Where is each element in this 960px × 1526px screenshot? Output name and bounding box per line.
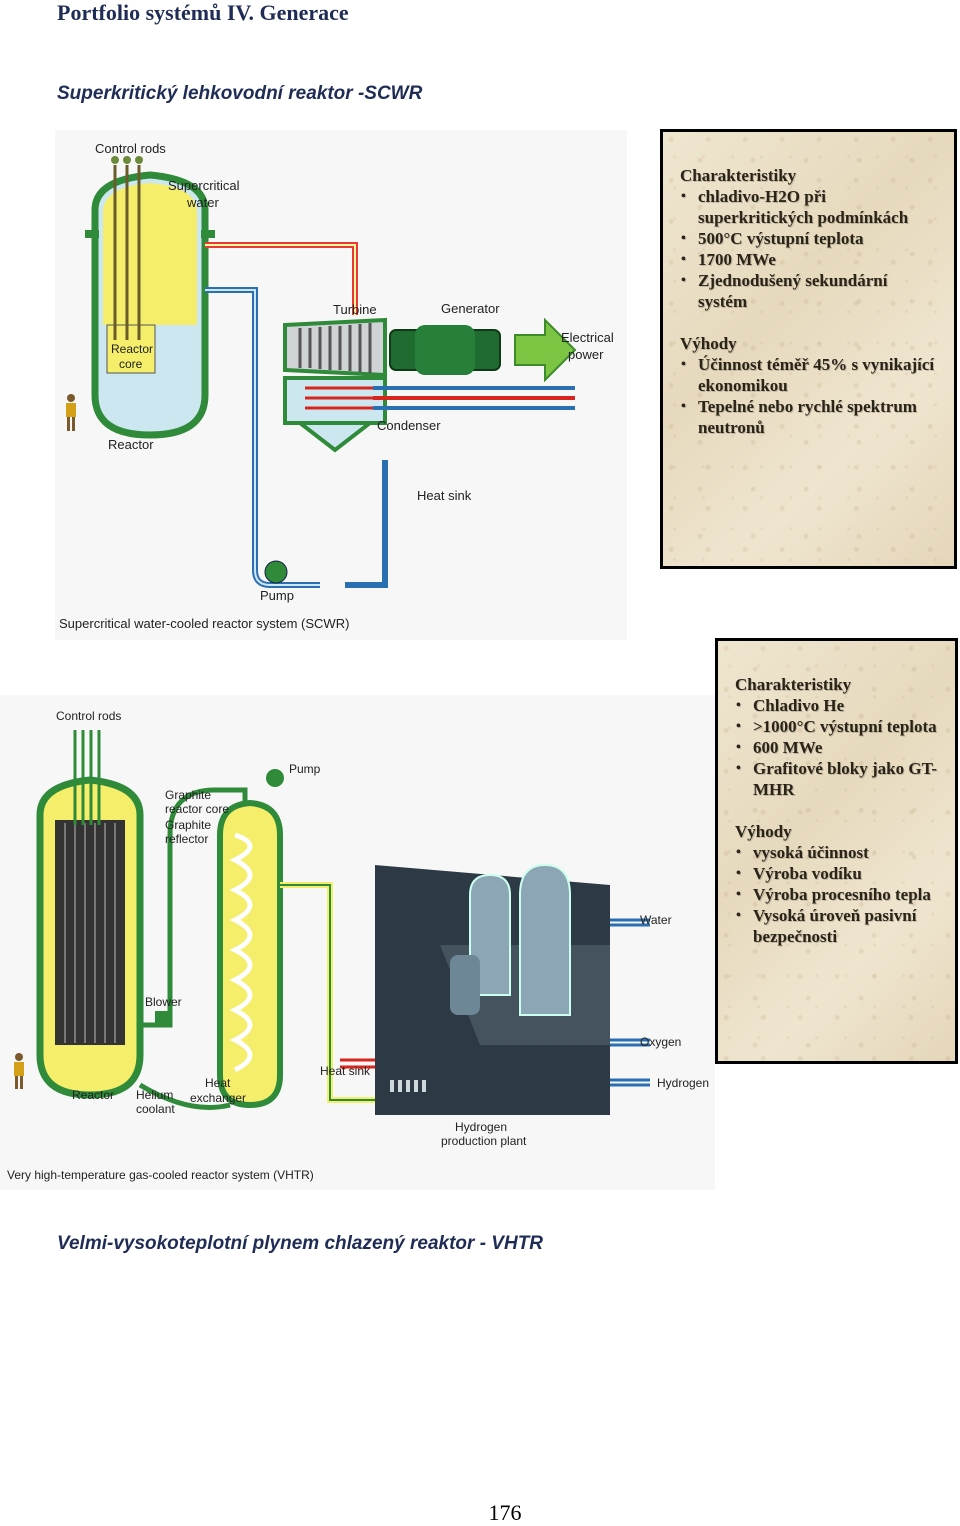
vhtr-adv-title: Výhody [735,822,792,841]
label-oxygen: Oxygen [640,1035,681,1049]
label-blower: Blower [145,995,182,1009]
scwr-char-list: chladivo-H2O při superkritických podmínk… [680,186,940,312]
label-pump: Pump [260,588,294,603]
label-condenser: Condenser [377,418,441,433]
label-water: Water [640,913,672,927]
label-supercritical: Supercritical [168,178,240,193]
scwr-adv-title: Výhody [680,334,737,353]
label-graphite-1: Graphite [165,788,211,802]
label-hydrogen: Hydrogen [657,1076,709,1090]
list-item: Výroba vodíku [735,863,941,884]
label-pump: Pump [289,762,321,776]
person-icon [66,394,76,431]
list-item: Chladivo He [735,695,941,716]
list-item: Grafitové bloky jako GT-MHR [735,758,941,800]
list-item: 600 MWe [735,737,941,758]
label-reactor: Reactor [108,437,154,452]
label-turbine: Turbine [333,302,377,317]
label-water: water [186,195,219,210]
scwr-diagram: Control rods Supercritical water Turbine… [55,130,627,640]
label-coolant: coolant [136,1102,175,1116]
list-item: 500°C výstupní teplota [680,228,940,249]
vhtr-info-box: Charakteristiky Chladivo He >1000°C výst… [715,638,958,1064]
scwr-caption: Supercritical water-cooled reactor syste… [59,616,349,631]
vhtr-diagram: Control rods Pump Graphite reactor core … [0,695,715,1190]
reactor-vessel [85,156,215,439]
label-electrical: Electrical [561,330,614,345]
label-reactor: Reactor [72,1088,114,1102]
label-reactor-core: Reactor [111,342,153,356]
list-item: Tepelné nebo rychlé spektrum neutronů [680,396,940,438]
page-title: Portfolio systémů IV. Generace [57,0,349,25]
label-power: power [568,347,604,362]
scwr-heading: Superkritický lehkovodní reaktor -SCWR [57,83,423,104]
list-item: Zjednodušený sekundární systém [680,270,940,312]
label-control-rods: Control rods [56,709,121,723]
label-reflector: reflector [165,832,208,846]
label-heat-sink: Heat sink [320,1064,371,1078]
label-generator: Generator [441,301,500,316]
label-heat-sink: Heat sink [417,488,472,503]
scwr-adv-list: Účinnost téměř 45% s vynikající ekonomik… [680,354,940,438]
label-exchanger: exchanger [190,1091,246,1105]
vhtr-adv-list: vysoká účinnost Výroba vodíku Výroba pro… [735,842,941,947]
vhtr-caption: Very high-temperature gas-cooled reactor… [7,1168,314,1182]
list-item: >1000°C výstupní teplota [735,716,941,737]
list-item: Výroba procesního tepla [735,884,941,905]
person-icon [14,1053,24,1089]
list-item: Účinnost téměř 45% s vynikající ekonomik… [680,354,940,396]
list-item: 1700 MWe [680,249,940,270]
page-number: 176 [488,1500,522,1525]
label-heat: Heat [205,1076,231,1090]
label-helium: Helium [136,1088,173,1102]
label-h2-plant-2: production plant [441,1134,527,1148]
vhtr-char-list: Chladivo He >1000°C výstupní teplota 600… [735,695,941,800]
scwr-info-box: Charakteristiky chladivo-H2O při superkr… [660,129,957,569]
label-core: core [119,357,143,371]
label-graphite-core: reactor core [165,802,229,816]
scwr-char-title: Charakteristiky [680,166,797,185]
list-item: chladivo-H2O při superkritických podmínk… [680,186,940,228]
label-h2-plant-1: Hydrogen [455,1120,507,1134]
label-graphite-2: Graphite [165,818,211,832]
vhtr-heading: Velmi-vysokoteplotní plynem chlazený rea… [57,1233,544,1254]
list-item: Vysoká úroveň pasivní bezpečnosti [735,905,941,947]
label-control-rods: Control rods [95,141,166,156]
list-item: vysoká účinnost [735,842,941,863]
vhtr-char-title: Charakteristiky [735,675,852,694]
